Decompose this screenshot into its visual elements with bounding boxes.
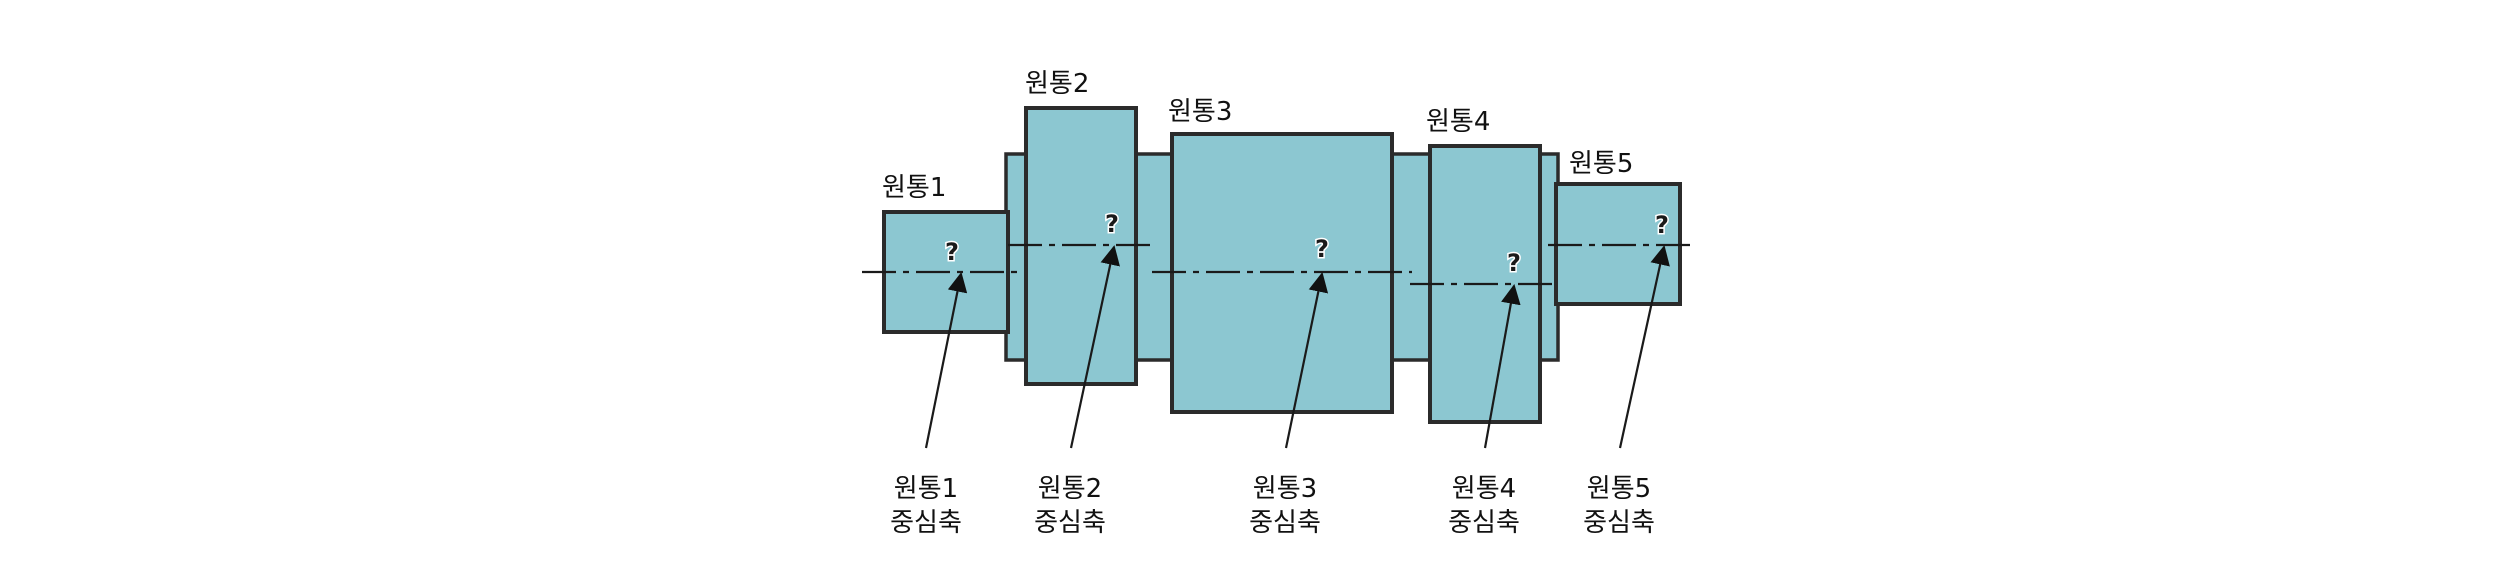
- cylinder-2-axis-mark: ?: [1105, 210, 1119, 238]
- cylinder-3-label: 원통3: [1168, 97, 1232, 127]
- callout-4-line1: 원통4: [1452, 474, 1516, 504]
- cylinder-1-axis-mark: ?: [945, 238, 959, 266]
- callout-5: 원통5 중심축: [1583, 474, 1655, 538]
- cylinder-1: ? 원통1: [862, 173, 1040, 334]
- leader-arrow-4: [1483, 284, 1521, 449]
- leader-arrow-1: [924, 272, 968, 449]
- callout-1-line1: 원통1: [894, 474, 958, 504]
- cylinder-4-axis-mark: ?: [1507, 249, 1521, 277]
- callout-4: 원통4 중심축: [1448, 474, 1520, 538]
- callout-3-line2: 중심축: [1249, 508, 1321, 538]
- callout-5-line1: 원통5: [1587, 474, 1651, 504]
- cylinder-4-label: 원통4: [1426, 107, 1490, 137]
- callout-1: 원통1 중심축: [890, 474, 962, 538]
- callout-3-line1: 원통3: [1253, 474, 1317, 504]
- cylinder-2: ? 원통2: [1008, 69, 1152, 386]
- callout-1-line2: 중심축: [890, 508, 962, 538]
- cylinder-5-label: 원통5: [1569, 149, 1633, 179]
- leader-arrow-5: [1618, 245, 1670, 449]
- cylinder-3: ? 원통3: [1152, 97, 1412, 414]
- leader-arrows: [924, 245, 1670, 449]
- callout-5-line2: 중심축: [1583, 508, 1655, 538]
- cylinder-2-label: 원통2: [1025, 69, 1089, 99]
- cylinder-3-axis-mark: ?: [1315, 235, 1329, 263]
- collar-between-cylinder-3-and-4: [1388, 152, 1432, 362]
- cylinder-5: ? 원통5: [1548, 149, 1692, 306]
- callout-2: 원통2 중심축: [1034, 474, 1106, 538]
- callout-3: 원통3 중심축: [1249, 474, 1321, 538]
- cylinder-4: ? 원통4: [1410, 107, 1556, 424]
- callout-2-line1: 원통2: [1038, 474, 1102, 504]
- leader-arrow-2: [1069, 245, 1120, 449]
- leader-arrow-3: [1284, 272, 1329, 449]
- callout-2-line2: 중심축: [1034, 508, 1106, 538]
- collar-between-cylinder-2-and-3: [1132, 152, 1174, 362]
- callout-4-line2: 중심축: [1448, 508, 1520, 538]
- cylinder-1-label: 원통1: [882, 173, 946, 203]
- cylinder-5-axis-mark: ?: [1655, 211, 1669, 239]
